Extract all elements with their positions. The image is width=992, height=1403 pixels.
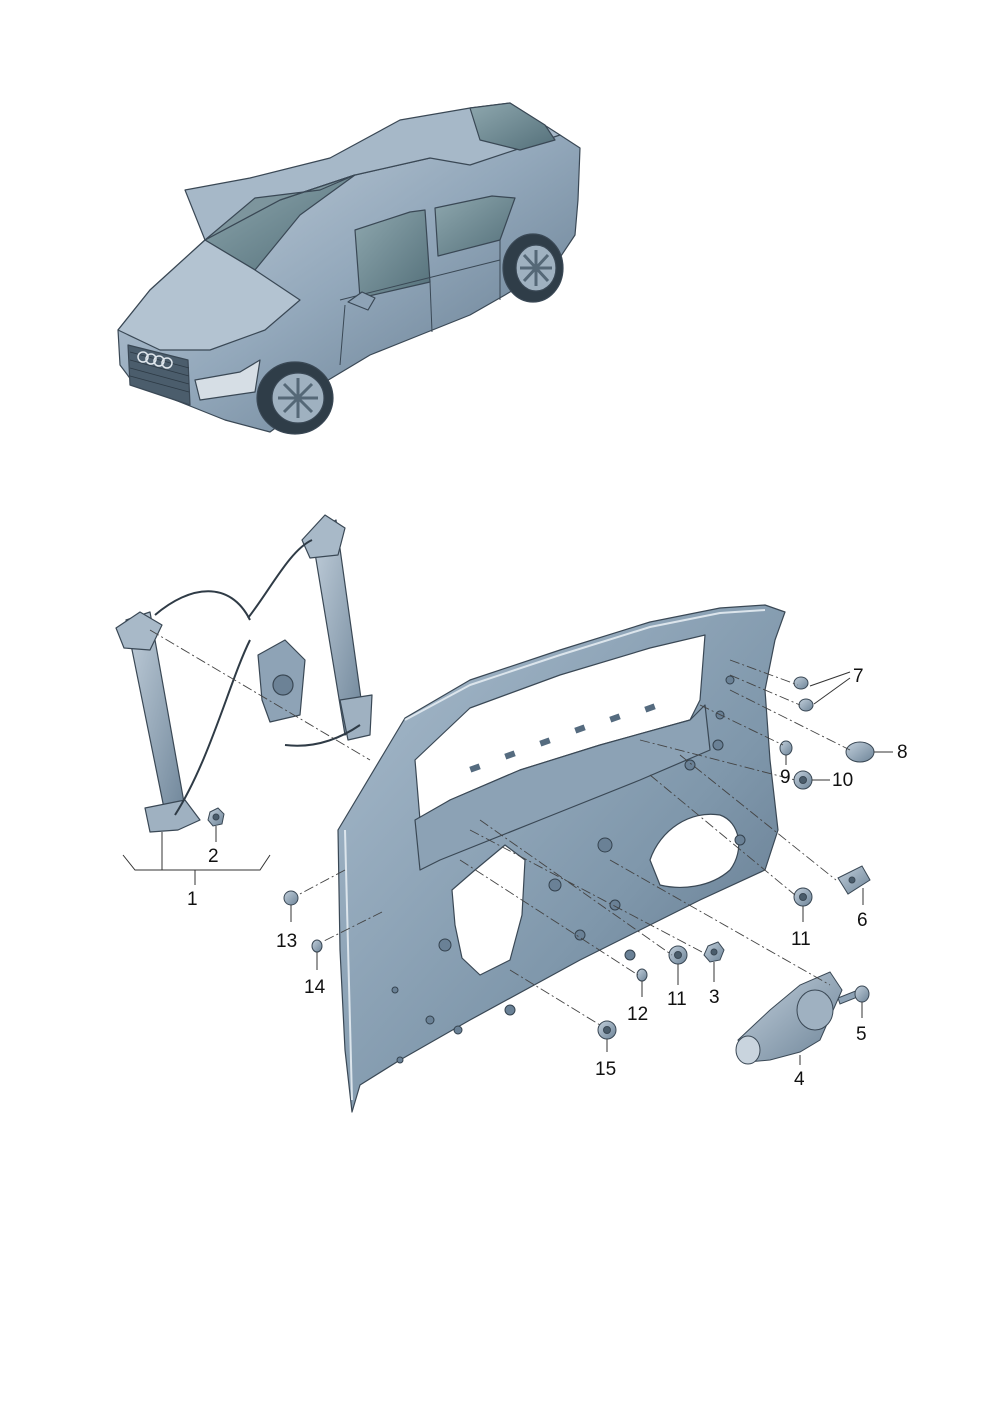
callout-11-b: 11 (667, 989, 687, 1010)
callout-9: 9 (780, 767, 791, 788)
callout-3: 3 (709, 987, 720, 1008)
callout-7: 7 (853, 666, 864, 687)
front-wheel (256, 361, 334, 435)
callout-4: 4 (794, 1069, 805, 1090)
part-8-plug (845, 741, 875, 763)
door-shell (337, 604, 786, 1113)
callout-11-a: 11 (791, 929, 811, 950)
part-3-nut (703, 941, 725, 963)
rear-wheel (502, 233, 564, 303)
part-4-window-motor (735, 971, 843, 1065)
callout-2: 2 (208, 846, 219, 867)
part-14-grommet (311, 939, 323, 953)
part-5-screw (837, 985, 870, 1005)
part-7-plug-b (798, 698, 814, 712)
part-6-bracket (837, 865, 871, 895)
callout-6: 6 (857, 910, 868, 931)
part-13-grommet (283, 890, 299, 906)
part-12-grommet (636, 968, 648, 982)
sedan-car-illustration (117, 102, 581, 435)
assembly-lines (149, 629, 851, 1026)
part-9-grommet (779, 740, 793, 756)
part-11-grommet-b (668, 945, 688, 965)
callout-8: 8 (897, 742, 908, 763)
part-7-plug-a (793, 676, 809, 690)
callout-10: 10 (832, 770, 853, 791)
callout-13: 13 (276, 931, 297, 952)
callout-1: 1 (187, 889, 198, 910)
callout-12: 12 (627, 1004, 648, 1025)
window-regulator-assembly (115, 514, 373, 833)
part-2-nut (207, 807, 225, 827)
small-parts (207, 676, 875, 1065)
callout-15: 15 (595, 1059, 616, 1080)
leader-lines (122, 671, 893, 1065)
part-11-grommet-a (793, 887, 813, 907)
callout-labels: 1 2 3 4 5 6 7 8 9 10 11 11 12 13 14 15 (187, 666, 908, 1090)
callout-14: 14 (304, 977, 326, 998)
callout-5: 5 (856, 1024, 867, 1045)
part-10-grommet (793, 770, 813, 790)
part-15-grommet (597, 1020, 617, 1040)
